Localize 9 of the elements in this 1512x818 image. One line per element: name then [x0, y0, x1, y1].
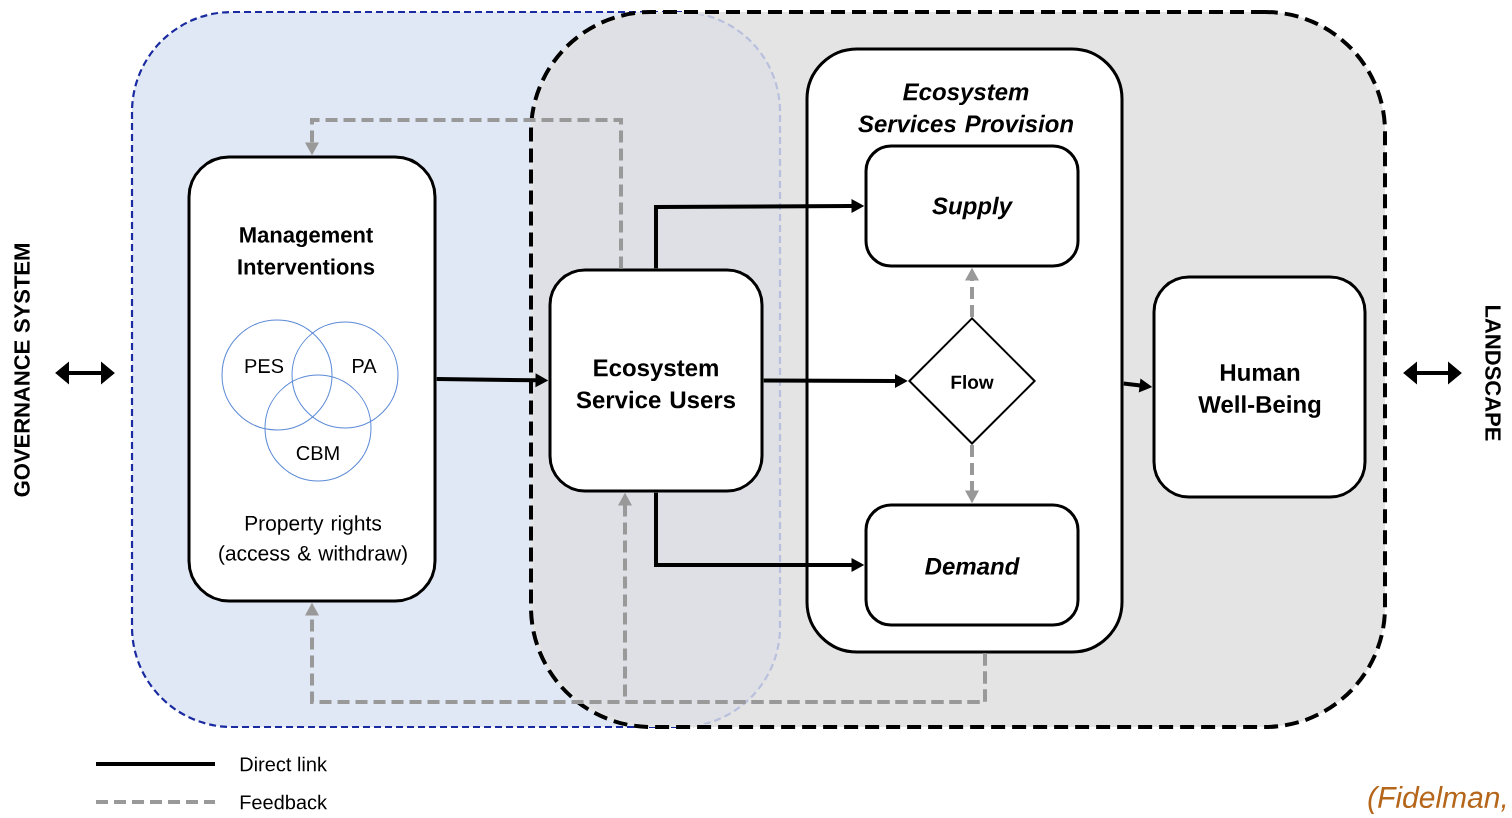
- process-box: Demand: [864, 503, 1080, 627]
- legend-label: Direct link: [240, 756, 327, 772]
- node-label: GOVERNANCE SYSTEM: [14, 244, 30, 497]
- node-label: LANDSCAPE: [1485, 306, 1501, 441]
- citation: (Fidelman,: [1368, 786, 1506, 814]
- process-box: Supply: [864, 144, 1080, 268]
- process-box: Human Well-Being: [1152, 275, 1367, 499]
- process-box: Ecosystem Service Users: [548, 268, 764, 493]
- legend-label: Feedback: [240, 794, 328, 810]
